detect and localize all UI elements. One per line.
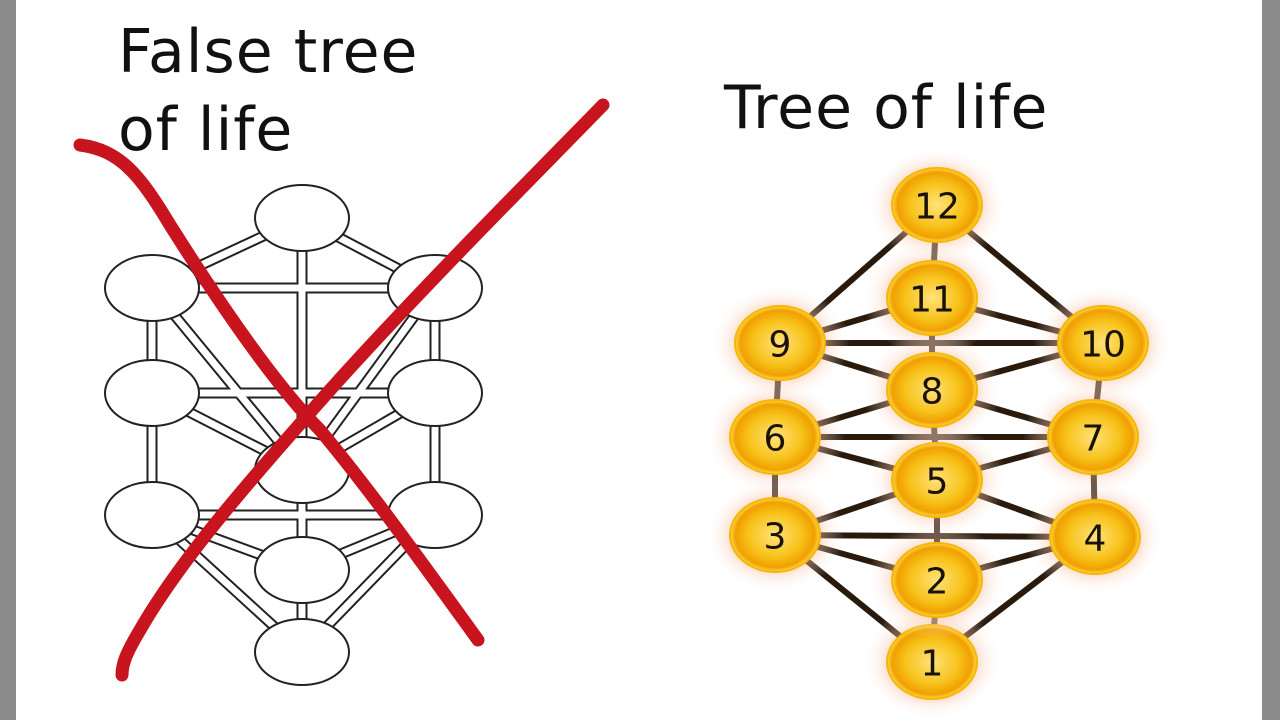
sun-circle — [891, 542, 983, 618]
sun-circle — [891, 167, 983, 243]
false-tree-title-line1: False tree — [118, 17, 419, 87]
cross-stroke-2 — [115, 98, 610, 682]
node-label: 10 — [1080, 325, 1126, 366]
cross-stroke-1 — [73, 138, 485, 647]
node-label: 11 — [909, 280, 955, 321]
sephirah-circle — [104, 481, 200, 549]
node-label: 2 — [926, 562, 949, 603]
sephirah-circle — [104, 359, 200, 427]
node-4: 4 — [1025, 479, 1165, 595]
node-9: 9 — [710, 285, 850, 401]
node-label: 1 — [921, 644, 944, 685]
node-2: 2 — [867, 522, 1007, 638]
node-label: 9 — [769, 325, 792, 366]
node-label: 4 — [1084, 519, 1107, 560]
node-11: 11 — [862, 240, 1002, 356]
node-label: 12 — [914, 187, 960, 228]
node-1: 1 — [862, 604, 1002, 720]
node-label: 3 — [764, 517, 787, 558]
node-label: 6 — [764, 419, 787, 460]
node-label: 8 — [921, 372, 944, 413]
path-fill — [149, 285, 305, 473]
sephirah-circle — [254, 536, 350, 604]
sun-circle — [1057, 305, 1149, 381]
node-3: 3 — [705, 477, 845, 593]
false-tree-title-line2: of life — [118, 95, 294, 165]
sephirah-circle — [254, 618, 350, 686]
tree-of-life-title: Tree of life — [724, 73, 1049, 143]
red-cross-mark — [73, 98, 610, 682]
node-label: 5 — [926, 462, 949, 503]
sun-circle — [734, 305, 826, 381]
node-8: 8 — [862, 332, 1002, 448]
sun-circle — [729, 497, 821, 573]
sephirah-circle — [387, 359, 483, 427]
sun-circle — [1049, 499, 1141, 575]
node-10: 10 — [1033, 285, 1173, 401]
sephirah-circle — [254, 184, 350, 252]
node-5: 5 — [867, 422, 1007, 538]
sephirah-circle — [104, 254, 200, 322]
node-6: 6 — [705, 379, 845, 495]
node-label: 7 — [1082, 419, 1105, 460]
node-12: 12 — [867, 147, 1007, 263]
